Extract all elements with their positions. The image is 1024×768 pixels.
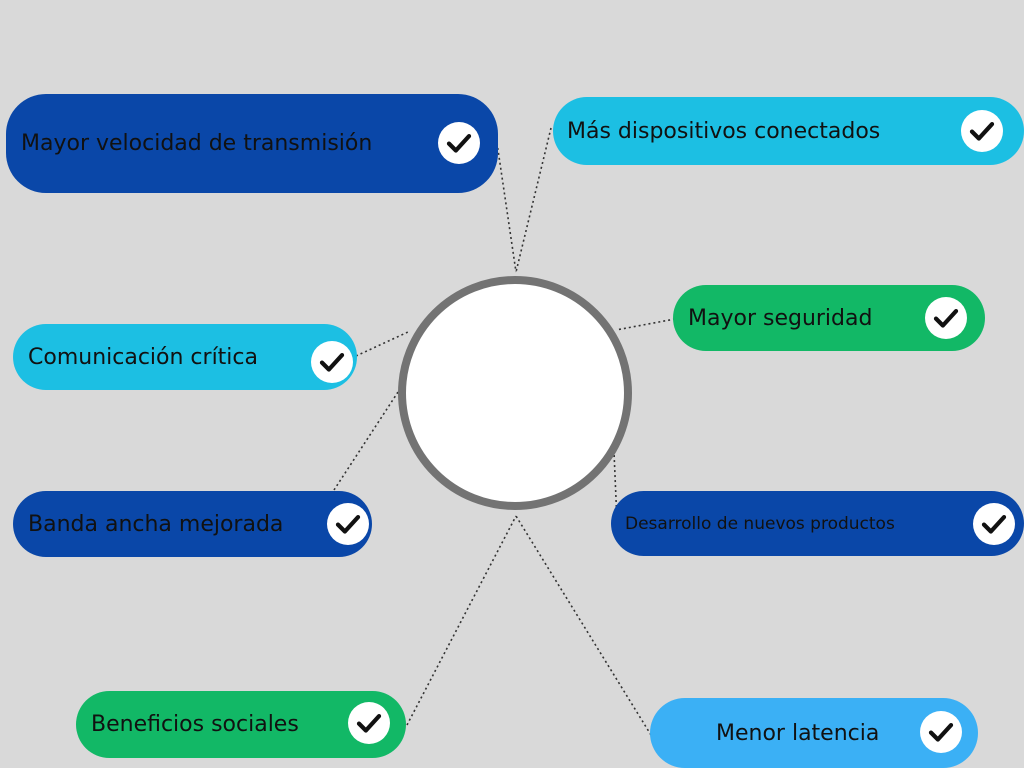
item-label: Beneficios sociales [91,712,299,737]
check-icon [311,341,353,383]
connector-line [615,318,676,331]
central-circle [398,276,632,510]
connector-line [406,515,517,726]
item-label: Menor latencia [716,720,880,746]
connector-line [496,142,517,273]
check-icon [327,503,369,545]
item-desarrollo-productos: Desarrollo de nuevos productos [611,491,1024,556]
item-label: Mayor velocidad de transmisión [21,131,373,156]
check-icon [973,503,1015,545]
item-label: Banda ancha mejorada [28,511,284,537]
check-icon [920,711,962,753]
item-mayor-seguridad: Mayor seguridad [673,285,985,351]
item-mas-dispositivos: Más dispositivos conectados [553,97,1024,165]
item-banda-ancha: Banda ancha mejorada [13,491,372,557]
item-label: Más dispositivos conectados [567,118,881,144]
item-label: Mayor seguridad [688,305,873,331]
item-mayor-velocidad: Mayor velocidad de transmisión [6,94,498,193]
item-label: Comunicación crítica [28,344,259,370]
connector-line [333,391,399,491]
item-menor-latencia: Menor latencia [650,698,978,768]
item-label: Desarrollo de nuevos productos [625,513,895,534]
check-icon [438,122,480,164]
connector-line [355,331,409,357]
connector-line [515,127,552,273]
check-icon [348,702,390,744]
item-comunicacion-critica: Comunicación crítica [13,324,357,390]
check-icon [925,297,967,339]
check-icon [961,110,1003,152]
item-beneficios-sociales: Beneficios sociales [76,691,406,758]
